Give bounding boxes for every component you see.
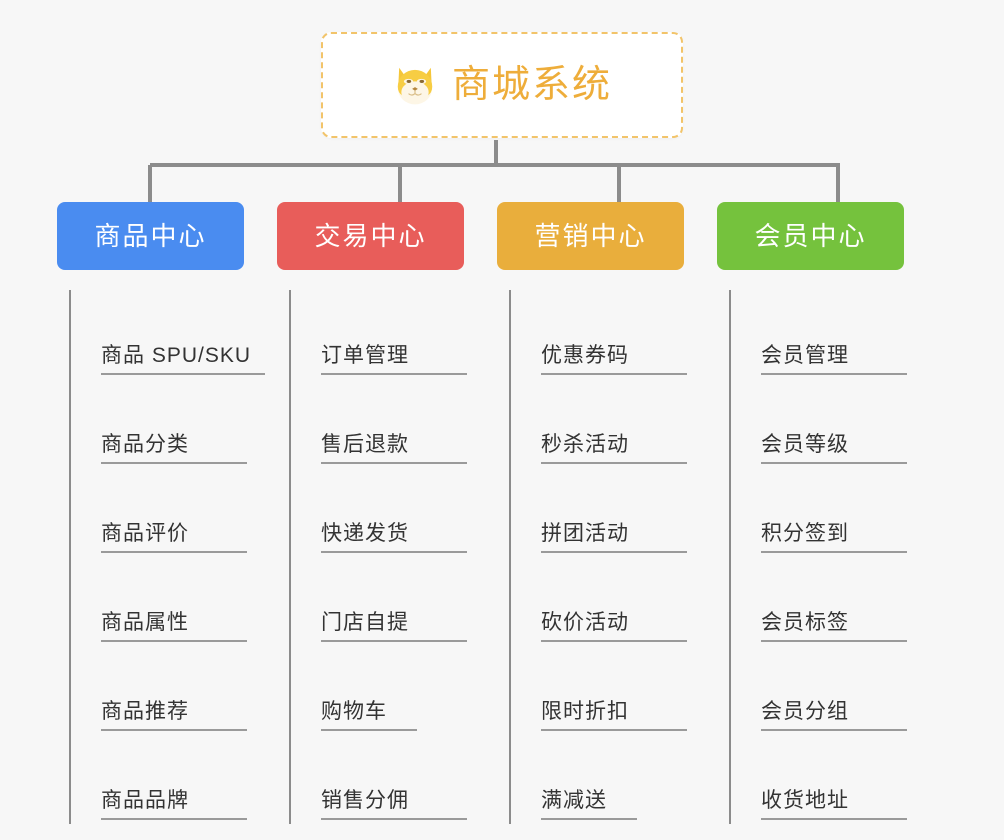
category-box-trade-center[interactable]: 交易中心 — [277, 202, 464, 270]
leaf-item[interactable]: 商品属性 — [71, 557, 265, 646]
leaf-list-marketing-center: 优惠券码 秒杀活动 拼团活动 砍价活动 限时折扣 满减送 — [509, 290, 687, 824]
leaf-label: 收货地址 — [761, 789, 907, 820]
leaf-item[interactable]: 会员管理 — [731, 290, 907, 379]
leaf-label: 秒杀活动 — [541, 433, 687, 464]
leaf-label: 优惠券码 — [541, 344, 687, 375]
leaf-label: 订单管理 — [321, 344, 467, 375]
root-title: 商城系统 — [451, 64, 612, 106]
leaf-label: 快递发货 — [321, 522, 467, 553]
leaf-item[interactable]: 购物车 — [291, 646, 467, 735]
category-columns: 商品中心 商品 SPU/SKU 商品分类 商品评价 商品属性 商品推荐 商品品牌 — [0, 202, 1004, 824]
leaf-item[interactable]: 商品品牌 — [71, 735, 265, 824]
leaf-label: 会员分组 — [761, 700, 907, 731]
leaf-item[interactable]: 商品分类 — [71, 379, 265, 468]
category-label: 营销中心 — [534, 221, 647, 251]
leaf-item[interactable]: 限时折扣 — [511, 646, 687, 735]
leaf-item[interactable]: 商品 SPU/SKU — [71, 290, 266, 379]
column-product-center: 商品中心 商品 SPU/SKU 商品分类 商品评价 商品属性 商品推荐 商品品牌 — [57, 202, 277, 824]
column-trade-center: 交易中心 订单管理 售后退款 快递发货 门店自提 购物车 销售分佣 — [277, 202, 497, 824]
leaf-item[interactable]: 商品评价 — [71, 468, 265, 557]
column-member-center: 会员中心 会员管理 会员等级 积分签到 会员标签 会员分组 收货地址 — [717, 202, 937, 824]
leaf-item[interactable]: 门店自提 — [291, 557, 467, 646]
leaf-item[interactable]: 砍价活动 — [511, 557, 687, 646]
leaf-item[interactable]: 收货地址 — [731, 735, 907, 824]
leaf-item[interactable]: 售后退款 — [291, 379, 467, 468]
leaf-label: 砍价活动 — [541, 611, 687, 642]
leaf-label: 限时折扣 — [541, 700, 687, 731]
leaf-list-product-center: 商品 SPU/SKU 商品分类 商品评价 商品属性 商品推荐 商品品牌 — [69, 290, 266, 824]
leaf-list-trade-center: 订单管理 售后退款 快递发货 门店自提 购物车 销售分佣 — [289, 290, 467, 824]
category-label: 交易中心 — [314, 221, 427, 251]
leaf-label: 商品品牌 — [101, 789, 247, 820]
leaf-label: 会员标签 — [761, 611, 907, 642]
category-box-product-center[interactable]: 商品中心 — [57, 202, 244, 270]
leaf-label: 商品分类 — [101, 433, 247, 464]
leaf-list-member-center: 会员管理 会员等级 积分签到 会员标签 会员分组 收货地址 — [729, 290, 907, 824]
leaf-item[interactable]: 优惠券码 — [511, 290, 687, 379]
leaf-label: 售后退款 — [321, 433, 467, 464]
column-marketing-center: 营销中心 优惠券码 秒杀活动 拼团活动 砍价活动 限时折扣 满减送 — [497, 202, 717, 824]
leaf-item[interactable]: 秒杀活动 — [511, 379, 687, 468]
leaf-label: 商品属性 — [101, 611, 247, 642]
leaf-item[interactable]: 积分签到 — [731, 468, 907, 557]
root-node-wrapper: 商城系统 — [0, 0, 1004, 150]
leaf-label: 会员管理 — [761, 344, 907, 375]
category-box-member-center[interactable]: 会员中心 — [717, 202, 904, 270]
leaf-item[interactable]: 销售分佣 — [291, 735, 467, 824]
root-node[interactable]: 商城系统 — [321, 32, 683, 138]
leaf-item[interactable]: 会员标签 — [731, 557, 907, 646]
leaf-item[interactable]: 会员分组 — [731, 646, 907, 735]
leaf-label: 购物车 — [321, 700, 417, 731]
leaf-item[interactable]: 满减送 — [511, 735, 687, 824]
leaf-item[interactable]: 快递发货 — [291, 468, 467, 557]
leaf-label: 销售分佣 — [321, 789, 467, 820]
leaf-item[interactable]: 拼团活动 — [511, 468, 687, 557]
leaf-label: 门店自提 — [321, 611, 467, 642]
leaf-label: 积分签到 — [761, 522, 907, 553]
leaf-label: 满减送 — [541, 789, 637, 820]
leaf-item[interactable]: 商品推荐 — [71, 646, 265, 735]
leaf-item[interactable]: 会员等级 — [731, 379, 907, 468]
category-label: 商品中心 — [94, 221, 207, 251]
leaf-item[interactable]: 订单管理 — [291, 290, 467, 379]
category-label: 会员中心 — [754, 221, 867, 251]
leaf-label: 会员等级 — [761, 433, 907, 464]
leaf-label: 商品 SPU/SKU — [101, 344, 266, 375]
category-box-marketing-center[interactable]: 营销中心 — [497, 202, 684, 270]
leaf-label: 商品评价 — [101, 522, 247, 553]
leaf-label: 拼团活动 — [541, 522, 687, 553]
leaf-label: 商品推荐 — [101, 700, 247, 731]
shiba-dog-face-icon — [397, 67, 433, 105]
